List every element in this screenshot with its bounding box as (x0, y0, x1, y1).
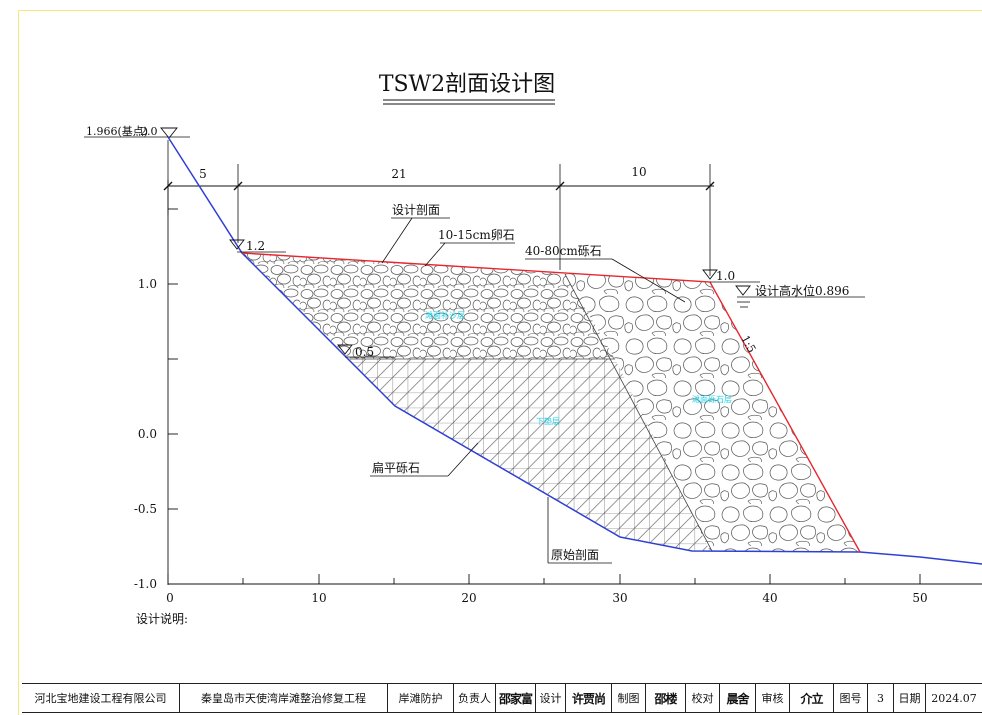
zone-label-gravel: 滩面砾石层 (692, 394, 732, 404)
callout-gravel-leader (611, 258, 686, 303)
x-tick-label-30: 30 (612, 591, 627, 605)
design-notes-label: 设计说明: (136, 611, 188, 626)
y-tick-label-1-0: 1.0 (138, 277, 157, 291)
check-label: 校对 (686, 684, 720, 712)
callout-flat-gravel: 扁平砾石 (372, 461, 420, 475)
section-name: 岸滩防护 (388, 684, 454, 712)
benchmark-overlap: 2.0 (140, 125, 158, 138)
y-tick-label-m1-0: -1.0 (134, 577, 157, 591)
water-level-triangle-icon (735, 285, 751, 296)
drawn-signature: 邵楼 (646, 684, 686, 712)
responsible-label: 负责人 (454, 684, 496, 712)
date-label: 日期 (894, 684, 926, 712)
design-signature: 许贾尚 (566, 684, 612, 712)
review-signature: 介立 (790, 684, 834, 712)
callout-design-profile: 设计剖面 (392, 203, 440, 217)
dimension-10: 10 (631, 165, 646, 179)
callout-flat-gravel-leader (447, 442, 479, 477)
date-value: 2024.07 (931, 691, 977, 705)
drawing-no: 3 (868, 684, 894, 712)
drawing-no-label: 图号 (834, 684, 868, 712)
callout-original-profile: 原始剖面 (551, 548, 599, 562)
x-tick-label-40: 40 (762, 591, 777, 605)
dim-tick-3 (555, 181, 565, 191)
drawing-frame (18, 10, 982, 715)
callout-cobble: 10-15cm卵石 (438, 228, 515, 242)
elevation-1-0-triangle-icon (702, 269, 718, 280)
drawn-label: 制图 (612, 684, 646, 712)
title-block: 河北宝地建设工程有限公司 秦皇岛市天使湾岸滩整治修复工程 岸滩防护 负责人 邵家… (22, 683, 982, 713)
callout-cobble-leader (424, 242, 446, 267)
design-water-level-label: 设计高水位0.896 (755, 283, 849, 298)
x-tick-label-50: 50 (912, 591, 927, 605)
design-label: 设计 (536, 684, 566, 712)
dim-tick-4 (705, 181, 715, 191)
callout-gravel: 40-80cm砾石 (525, 244, 602, 258)
zone-label-sand: 滩面补沙层 (425, 310, 465, 320)
elevation-1-0-label: 1.0 (716, 269, 735, 283)
elevation-1-2-label: 1.2 (246, 239, 265, 253)
zone-label-cushion: 下垫层 (536, 416, 560, 426)
y-tick-label-m0-5: -0.5 (134, 502, 157, 516)
zone-separator-2 (564, 273, 713, 552)
original-profile-line (167, 136, 982, 565)
zone-gravel (565, 274, 860, 552)
zone-flat-gravel (350, 359, 710, 551)
y-tick-label-0-0: 0.0 (138, 427, 157, 441)
dimension-21: 21 (391, 167, 406, 181)
project-name: 秦皇岛市天使湾岸滩整治修复工程 (180, 684, 388, 712)
zone-cobble (242, 253, 615, 359)
benchmark-triangle-icon (160, 127, 178, 139)
x-tick-label-10: 10 (311, 591, 326, 605)
benchmark-label: 1.966(基点) (86, 125, 148, 138)
company-name: 河北宝地建设工程有限公司 (22, 684, 180, 712)
x-tick-label-20: 20 (461, 591, 476, 605)
drawing-title: TSW2剖面设计图 (379, 72, 555, 97)
x-tick-label-0: 0 (166, 591, 174, 605)
review-label: 审核 (756, 684, 790, 712)
elevation-1-2-triangle-icon (229, 239, 245, 250)
elevation-0-5-label: 0.5 (355, 345, 374, 359)
dimension-5: 5 (199, 167, 207, 181)
dim-tick-2 (233, 181, 243, 191)
check-signature: 晨舍 (720, 684, 756, 712)
responsible-signature: 邵家富 (496, 684, 536, 712)
callout-design-profile-leader (381, 217, 413, 264)
elevation-0-5-triangle-icon (337, 344, 353, 355)
